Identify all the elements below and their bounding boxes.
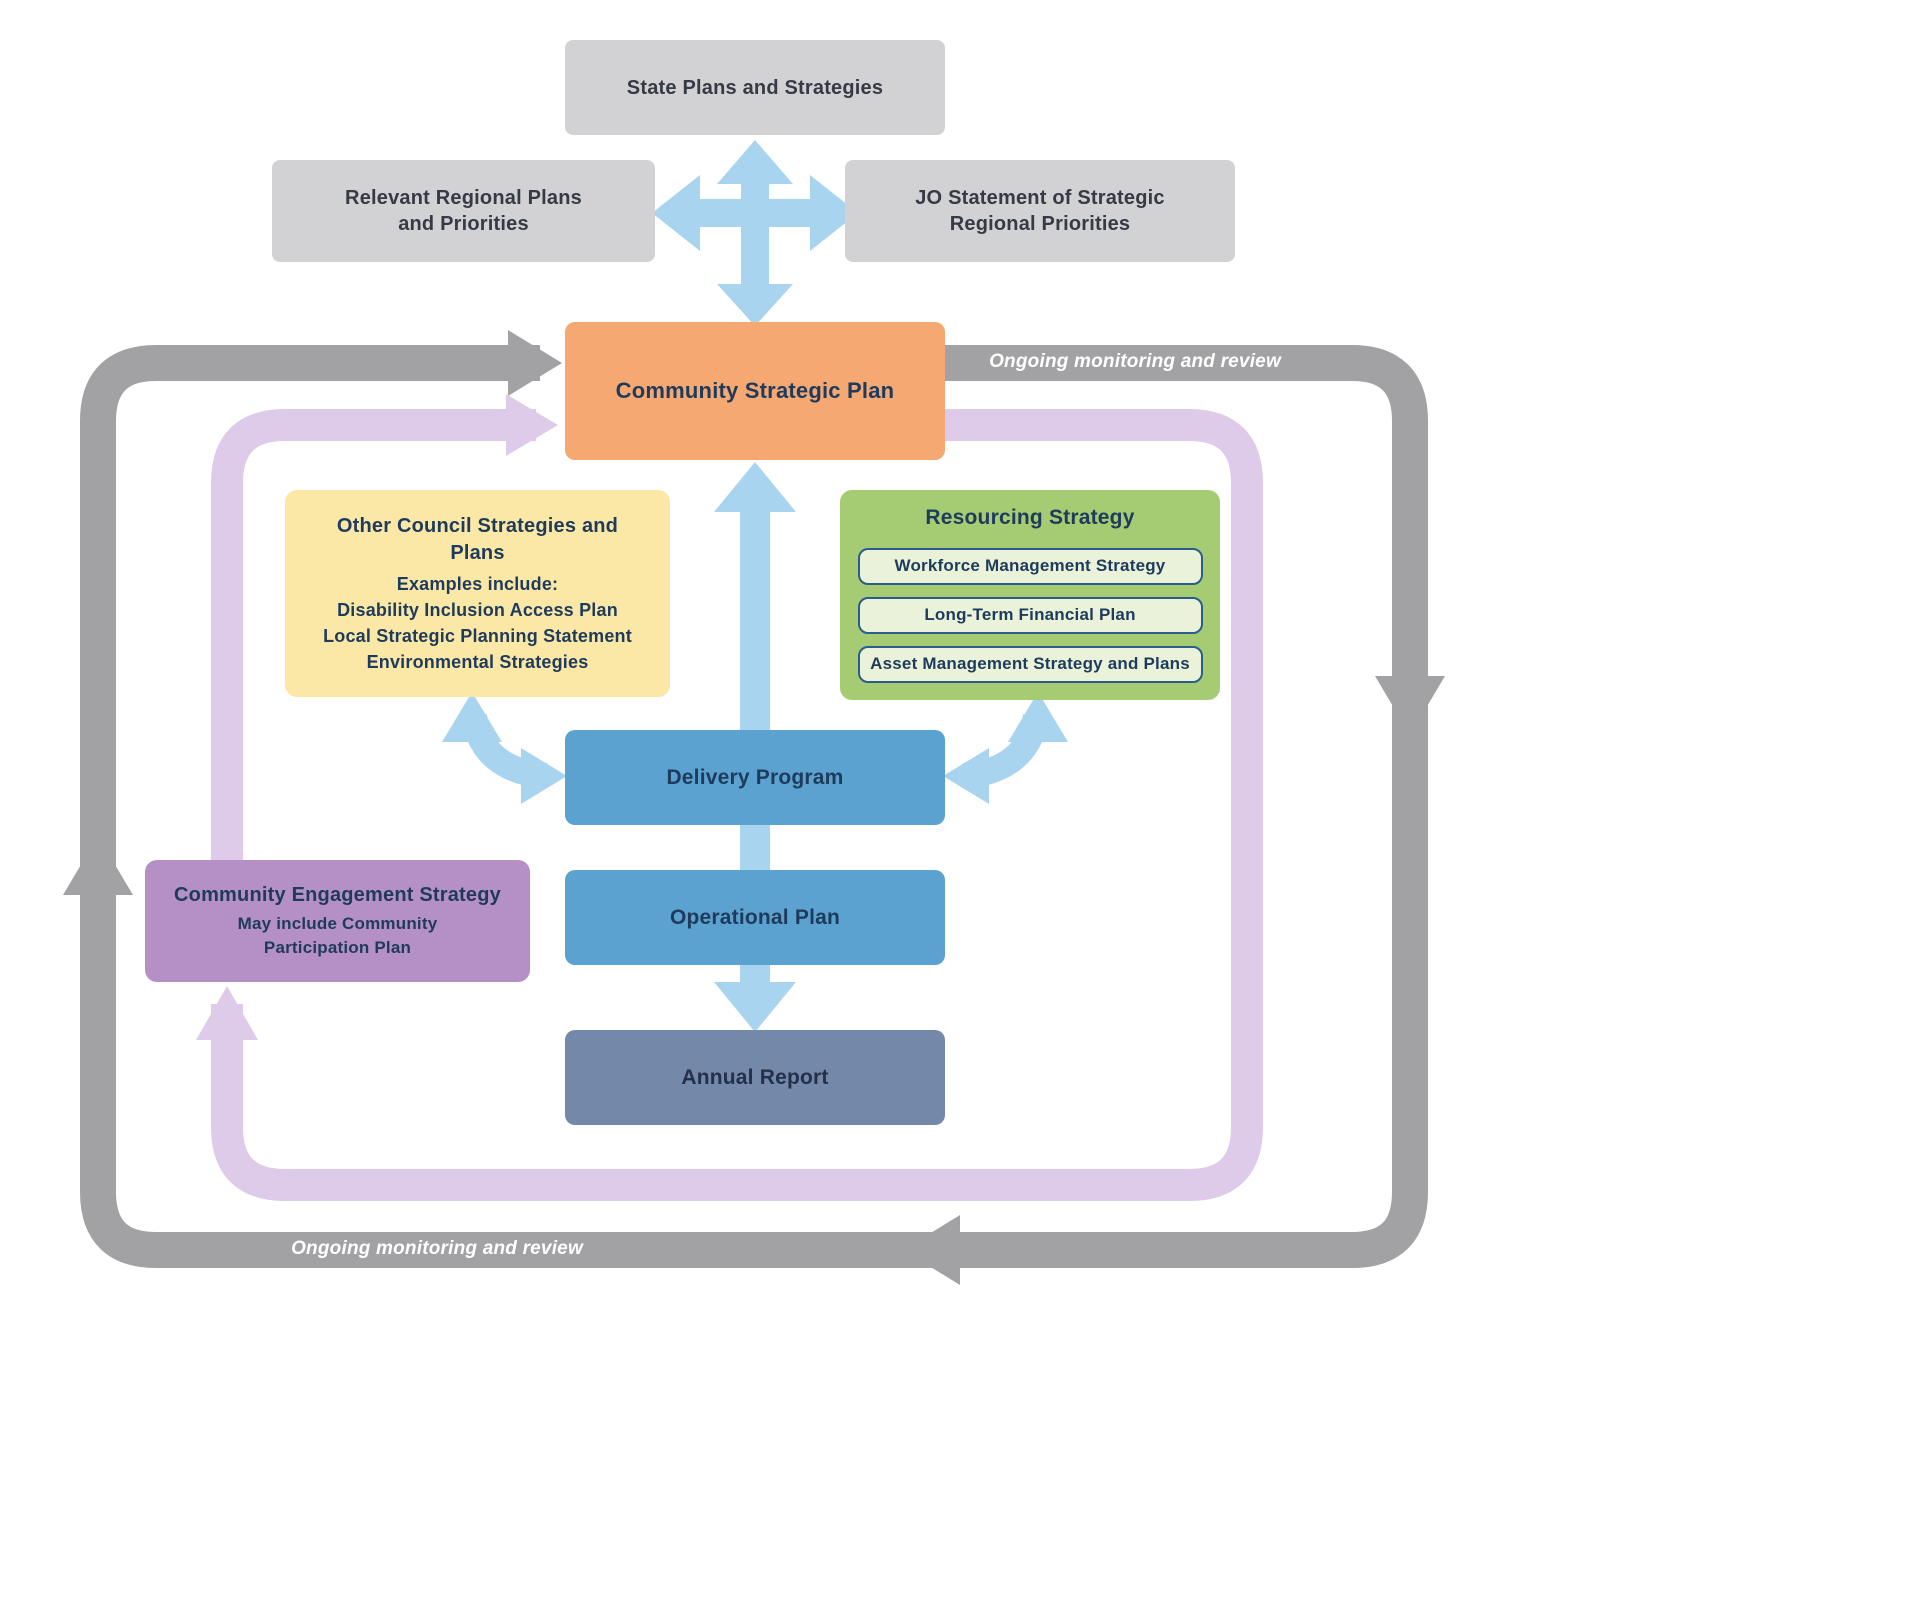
delivery-program-label: Delivery Program [666, 765, 844, 789]
resourcing-strategy-box: Resourcing Strategy Workforce Management… [840, 490, 1220, 700]
long-term-financial-pill: Long-Term Financial Plan [857, 596, 1203, 634]
asset-management-pill: Asset Management Strategy and Plans [857, 645, 1203, 683]
gray-loop-arrow [63, 330, 1445, 1285]
lavender-loop-arrow [196, 394, 1263, 1201]
community-engagement-box: Community Engagement Strategy May includ… [145, 860, 530, 982]
gray-arrowhead-up-left [63, 836, 133, 895]
state-plans-label: State Plans and Strategies [626, 76, 884, 99]
gray-arrowhead-into-csp [508, 330, 562, 396]
other-council-subtitle: Examples include: [396, 573, 559, 594]
regional-plans-label: Relevant Regional Plans and Priorities [345, 187, 582, 235]
regional-plans-box: Relevant Regional Plans and Priorities [272, 160, 655, 262]
resourcing-title: Resourcing Strategy [925, 505, 1135, 529]
lavender-arrowhead-into-csp [506, 394, 558, 456]
state-plans-box: State Plans and Strategies [565, 40, 945, 135]
cross-arrow [652, 140, 858, 326]
curved-arrow-right [943, 692, 1068, 804]
delivery-program-box: Delivery Program [565, 730, 945, 825]
community-engagement-subtitle: May include Community Participation Plan [237, 914, 438, 957]
gray-arrowhead-down-right [1375, 676, 1445, 735]
community-engagement-title: Community Engagement Strategy [174, 884, 501, 906]
annual-report-box: Annual Report [565, 1030, 945, 1125]
monitoring-label-bottom: Ongoing monitoring and review [291, 1238, 583, 1259]
operational-plan-label: Operational Plan [669, 905, 841, 929]
workforce-management-pill: Workforce Management Strategy [857, 547, 1203, 585]
lavender-arrowhead-into-engagement [196, 986, 258, 1040]
community-strategic-plan-box: Community Strategic Plan [565, 322, 945, 460]
community-strategic-plan-label: Community Strategic Plan [615, 378, 895, 403]
other-council-title: Other Council Strategies and Plans [336, 514, 619, 564]
workforce-management-label: Workforce Management Strategy [894, 556, 1166, 575]
monitoring-label-top: Ongoing monitoring and review [989, 351, 1281, 372]
other-council-item: Local Strategic Planning Statement [323, 625, 632, 646]
jo-statement-label: JO Statement of Strategic Regional Prior… [915, 187, 1165, 235]
asset-management-label: Asset Management Strategy and Plans [870, 654, 1190, 673]
jo-statement-box: JO Statement of Strategic Regional Prior… [845, 160, 1235, 262]
gray-arrowhead-left-bottom [903, 1215, 960, 1285]
curved-arrow-left [442, 692, 567, 804]
long-term-financial-label: Long-Term Financial Plan [924, 605, 1136, 624]
other-council-item: Environmental Strategies [366, 651, 589, 672]
other-council-item: Disability Inclusion Access Plan [337, 599, 618, 620]
other-council-strategies-box: Other Council Strategies and Plans Examp… [285, 490, 670, 697]
operational-plan-box: Operational Plan [565, 870, 945, 965]
annual-report-label: Annual Report [681, 1065, 829, 1089]
